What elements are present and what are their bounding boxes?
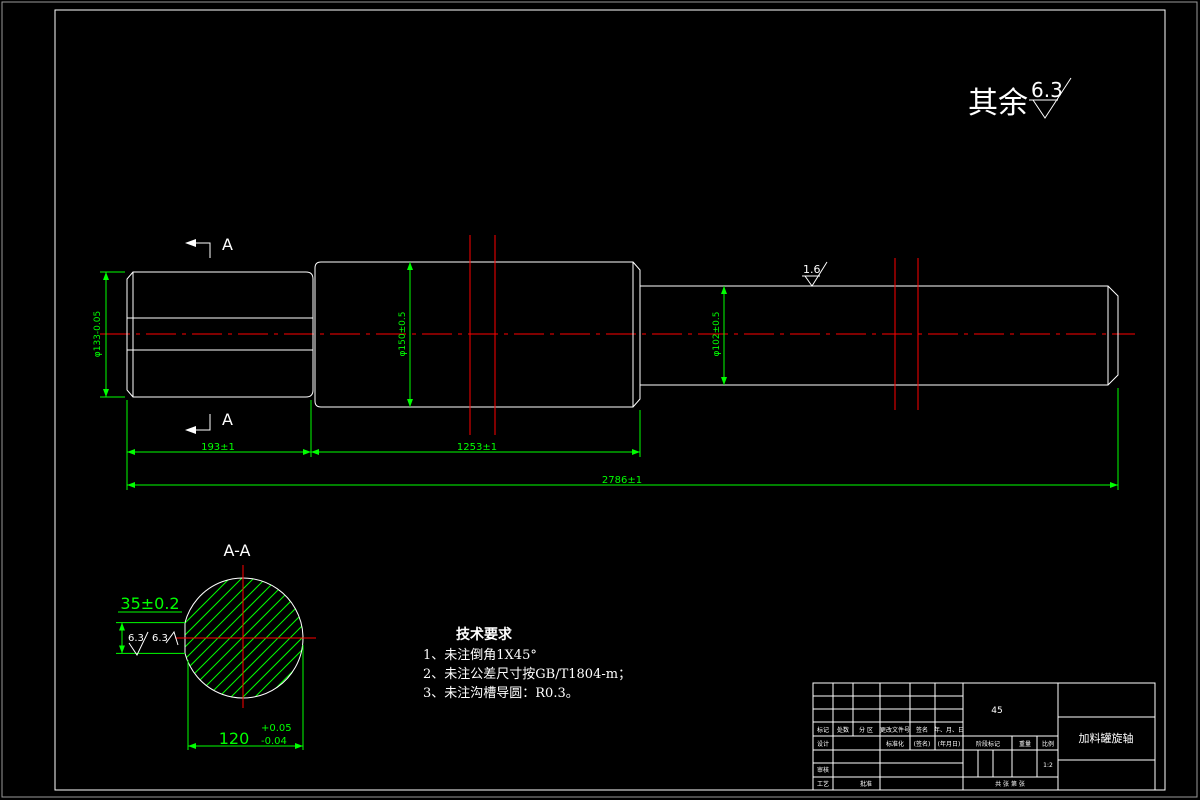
- dim-total-length-text: 2786±1: [602, 475, 642, 486]
- hatch-line: [215, 578, 303, 698]
- shaft-roughness-value: 1.6: [803, 263, 821, 276]
- section-indicator-top: A: [185, 235, 233, 258]
- section-label-top: A: [222, 235, 233, 254]
- tech-req-item: 3、未注沟槽导圆：R0.3。: [423, 686, 579, 701]
- tb-approve: 批准: [860, 780, 872, 788]
- section-outline: [184, 577, 304, 699]
- tb-header-signature: 签名: [916, 726, 928, 734]
- tb-review: 审核: [817, 766, 829, 774]
- tech-req-item: 1、未注倒角1X45°: [423, 648, 537, 663]
- shaft-roughness: 1.6: [802, 261, 828, 287]
- hatch-line: [299, 578, 303, 698]
- hatch-line: [275, 578, 303, 698]
- tb-part-name: 加料罐旋轴: [1079, 731, 1134, 745]
- dim-diameter-left-text: φ133-0.05: [93, 311, 103, 357]
- hatch-line: [185, 578, 279, 698]
- key-width-text: 35±0.2: [120, 594, 179, 613]
- tb-date: (年月日): [938, 740, 961, 748]
- drawing-frame: [54, 9, 1166, 791]
- section-label-bottom: A: [222, 410, 233, 429]
- dim-diameter-left: φ133-0.05: [93, 271, 125, 398]
- tb-header-mark: 标记: [817, 726, 829, 734]
- section-hatching: [185, 578, 303, 698]
- tech-req-item: 2、未注公差尺寸按GB/T1804-m；: [423, 667, 631, 682]
- section-width-text: 120: [219, 729, 250, 748]
- hatch-line: [185, 578, 291, 698]
- hatch-line: [287, 578, 303, 698]
- shaft-roughness-symbol: [804, 261, 828, 287]
- tb-design: 设计: [817, 740, 829, 748]
- shaft-right-segment: [640, 285, 1119, 386]
- keyway-roughness-b: 6.3: [152, 633, 168, 644]
- roughness-note-label: 其余: [968, 86, 1028, 121]
- section-arrow-bottom-line: [195, 414, 211, 431]
- technical-requirements: 技术要求 1、未注倒角1X45° 2、未注公差尺寸按GB/T1804-m； 3、…: [423, 626, 631, 701]
- dim-diameter-middle-text: φ150±0.5: [398, 312, 408, 357]
- tech-req-title: 技术要求: [456, 626, 513, 643]
- roughness-note-symbol: [1032, 77, 1072, 119]
- hatch-line: [263, 578, 303, 698]
- hatch-line: [185, 578, 231, 698]
- section-width-tol-upper: +0.05: [261, 723, 292, 734]
- dim-lengths: 193±1 1253±1 2786±1: [126, 388, 1119, 490]
- hatch-line: [203, 578, 303, 698]
- tb-weight: 重量: [1019, 740, 1031, 748]
- keyway-roughness-symbol-a: [128, 631, 149, 657]
- tb-scale-label: 比例: [1042, 740, 1054, 748]
- general-roughness-note: 其余 6.3: [968, 77, 1072, 121]
- hatch-line: [185, 578, 267, 698]
- section-width-tol-lower: -0.04: [261, 736, 287, 747]
- section-title: A-A: [224, 541, 251, 560]
- hatch-line: [185, 578, 255, 698]
- dim-diameter-right-text: φ102±0.5: [712, 312, 722, 357]
- tb-header-zone: 分 区: [859, 726, 873, 734]
- keyway-roughness-a: 6.3: [128, 633, 144, 644]
- section-arrow-top-head: [185, 239, 196, 247]
- tb-stage-mark: 阶段标记: [976, 740, 1000, 748]
- section-arrow-top-line: [195, 242, 211, 258]
- hatch-line: [239, 578, 303, 698]
- tb-process: 工艺: [817, 780, 829, 788]
- tb-header-count: 处数: [837, 726, 849, 734]
- section-arrow-bottom-head: [185, 426, 196, 434]
- keyway-roughness-symbol-b: [165, 630, 179, 646]
- tb-header-date: 年、月、日: [934, 726, 964, 734]
- tb-material: 45: [991, 706, 1002, 716]
- dim-diameter-middle: φ150±0.5: [398, 262, 413, 407]
- hatch-line: [251, 578, 303, 698]
- tb-signature: (签名): [914, 740, 931, 748]
- hatch-line: [185, 578, 243, 698]
- dim-diameter-right: φ102±0.5: [712, 286, 727, 385]
- tb-standardization: 标准化: [886, 740, 904, 748]
- tb-header-change-doc: 更改文件号: [880, 726, 910, 734]
- hatch-line: [191, 578, 303, 698]
- title-block: 45 加料罐旋轴 标记 处数 分 区 更改文件号 签名 年、月、日 设计 标准化…: [812, 682, 1156, 791]
- tb-sheet: 共 张 第 张: [995, 780, 1025, 788]
- hatch-line: [227, 578, 303, 698]
- shaft-view: [126, 261, 1119, 408]
- dim-left-length-text: 193±1: [201, 442, 235, 453]
- dim-middle-length-text: 1253±1: [457, 442, 497, 453]
- shaft-middle-segment: [314, 261, 641, 408]
- section-indicator-bottom: A: [185, 410, 233, 434]
- tb-scale: 1:2: [1043, 762, 1053, 769]
- section-view: A-A 35±0.2 6.3 6.3 120 +0.05 -0.04: [116, 541, 316, 750]
- shaft-left-segment: [126, 271, 314, 398]
